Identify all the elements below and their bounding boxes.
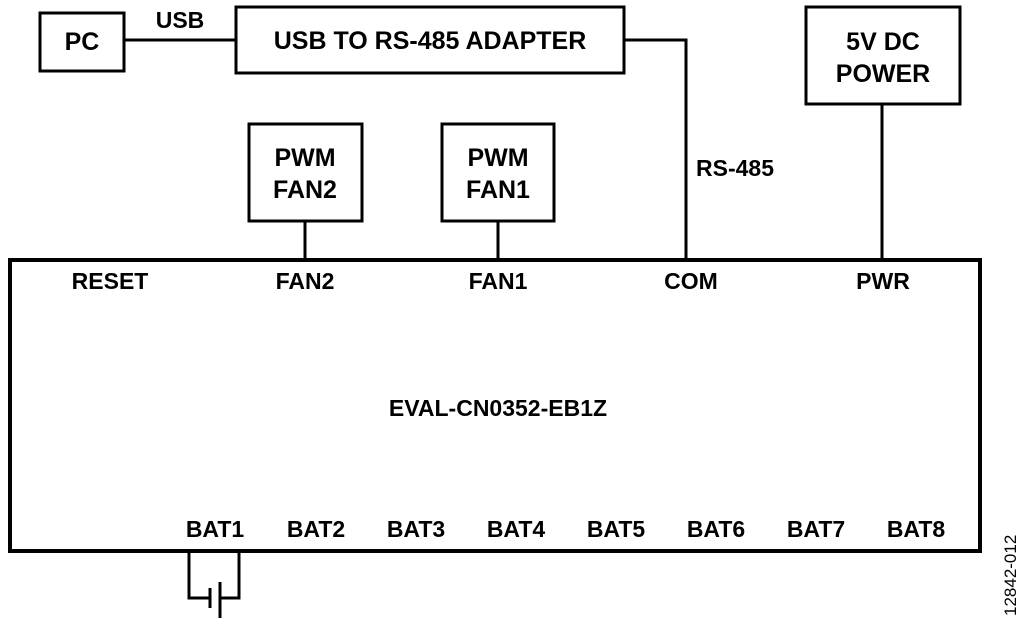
power-supply-line1: 5V DC: [846, 28, 920, 56]
pwm-fan1-line1: PWM: [467, 144, 528, 172]
eval-board: [8, 258, 982, 553]
adapter-label: USB TO RS-485 ADAPTER: [274, 27, 587, 55]
port-fan2: FAN2: [276, 268, 335, 294]
figure-id: 12842-012: [1001, 535, 1020, 616]
pwm-fan2-line2: FAN2: [273, 176, 337, 204]
pwm-fan2-line1: PWM: [274, 144, 335, 172]
pwm-fan1-box: [440, 122, 556, 223]
port-fan1: FAN1: [469, 268, 528, 294]
port-bat3: BAT3: [387, 516, 445, 542]
pwm-fan2-box: [247, 122, 364, 223]
power-supply-line2: POWER: [836, 60, 930, 88]
port-bat8: BAT8: [887, 516, 946, 542]
battery-cell-icon: [187, 551, 241, 618]
rs485-wire: [624, 38, 688, 260]
port-bat4: BAT4: [487, 516, 546, 542]
rs485-label: RS-485: [696, 155, 774, 181]
board-name: EVAL-CN0352-EB1Z: [389, 395, 607, 421]
port-bat5: BAT5: [587, 516, 646, 542]
port-bat2: BAT2: [287, 516, 345, 542]
port-bat1: BAT1: [186, 516, 245, 542]
port-bat6: BAT6: [687, 516, 745, 542]
port-reset: RESET: [72, 268, 149, 294]
usb-label: USB: [156, 7, 205, 33]
port-com: COM: [664, 268, 718, 294]
port-bat7: BAT7: [787, 516, 845, 542]
port-pwr: PWR: [856, 268, 910, 294]
pwm-fan1-line2: FAN1: [466, 176, 530, 204]
adapter-box: [234, 5, 626, 75]
pc-box: [38, 11, 126, 73]
pc-label: PC: [65, 28, 100, 56]
